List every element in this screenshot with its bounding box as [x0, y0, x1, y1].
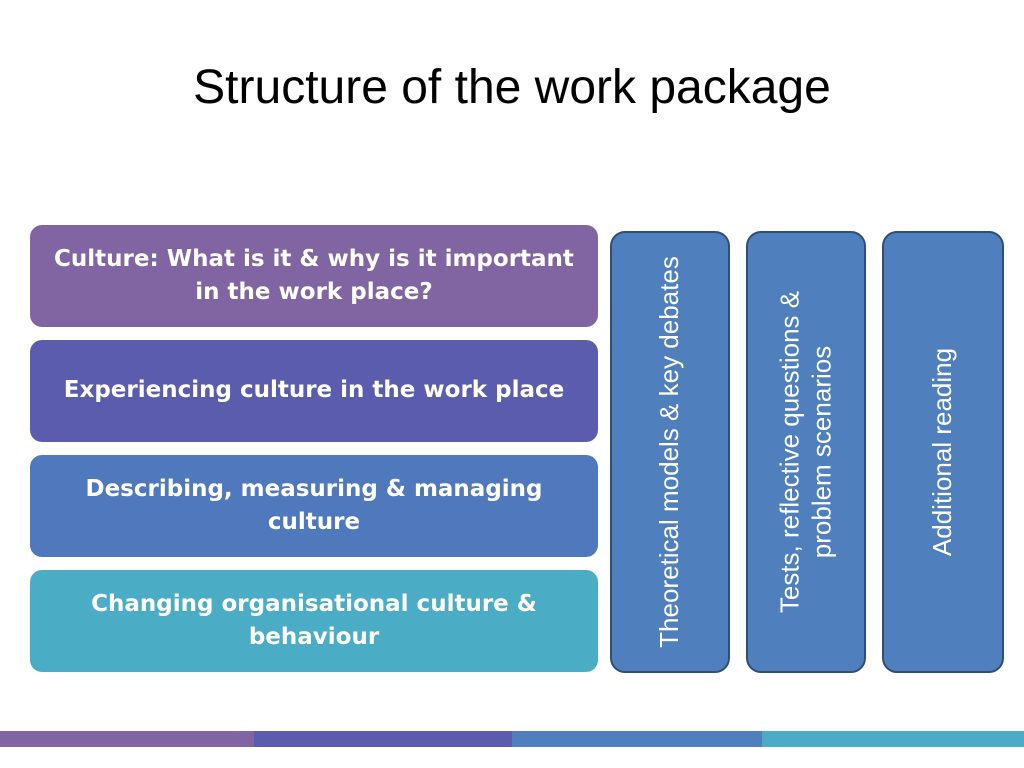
slide-title: Structure of the work package [193, 61, 831, 114]
column-label: Tests, reflective questions & problem sc… [774, 290, 836, 614]
footer-segment [0, 731, 254, 747]
footer-segment [512, 731, 762, 747]
column-label: Additional reading [927, 347, 958, 557]
section-box-changing-culture: Changing organisational culture & behavi… [30, 570, 598, 672]
footer-color-bar [0, 731, 1024, 747]
section-box-describing-culture: Describing, measuring & managing culture [30, 455, 598, 557]
section-box-culture-what: Culture: What is it & why is it importan… [30, 225, 598, 327]
column-label: Theoretical models & key debates [654, 256, 685, 648]
section-label: Changing organisational culture & behavi… [91, 590, 537, 650]
section-box-experiencing-culture: Experiencing culture in the work place [30, 340, 598, 442]
column-box-additional-reading: Additional reading [882, 231, 1004, 673]
footer-segment [254, 731, 512, 747]
footer-segment [762, 731, 1024, 747]
section-label: Describing, measuring & managing culture [85, 475, 543, 535]
column-box-theoretical-models: Theoretical models & key debates [610, 231, 730, 673]
column-box-tests-questions: Tests, reflective questions & problem sc… [746, 231, 866, 673]
section-label: Experiencing culture in the work place [63, 377, 565, 404]
section-label: Culture: What is it & why is it importan… [54, 245, 574, 305]
